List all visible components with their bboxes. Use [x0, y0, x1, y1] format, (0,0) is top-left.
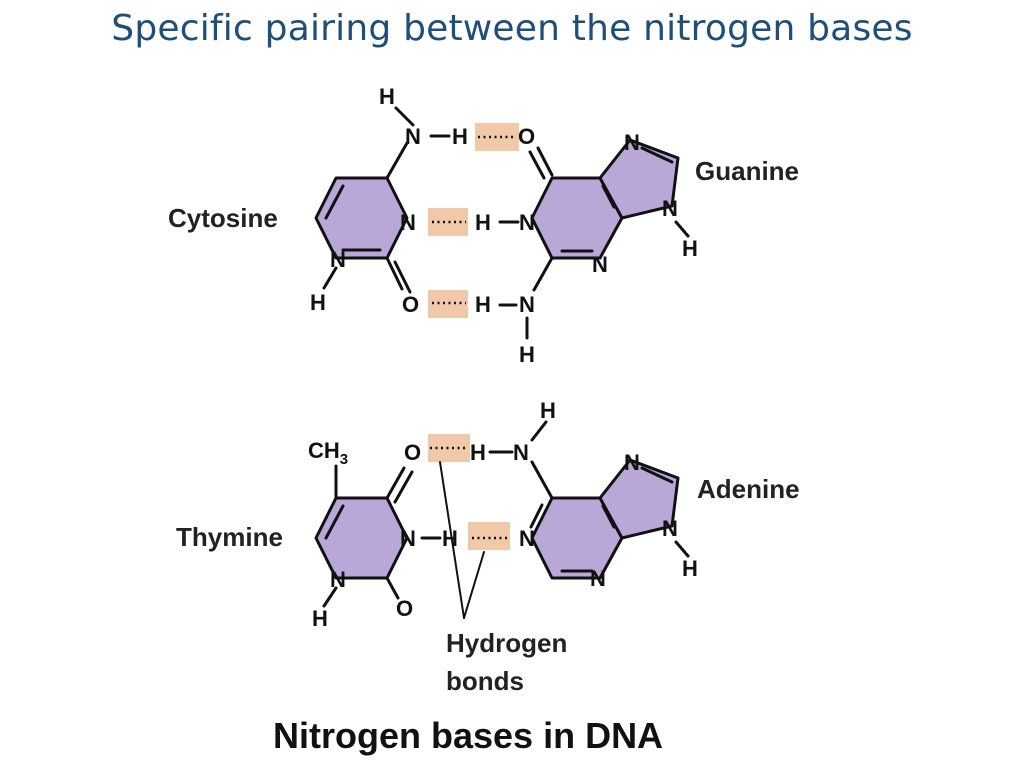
atom-label: H	[452, 124, 468, 149]
adenine-nh-bond	[530, 420, 548, 442]
atom-label: O	[404, 440, 421, 465]
atom-label: O	[396, 596, 413, 621]
thymine-nh-bond	[322, 586, 338, 608]
thymine-ring	[314, 496, 409, 580]
atom-label: N	[624, 450, 640, 475]
thymine-adenine-pair: CH3 O H N H N H N N H O N N N H Thymine …	[176, 398, 800, 631]
cytosine-amino-bond	[385, 141, 409, 180]
atom-label: CH3	[308, 438, 348, 468]
slide-title: Specific pairing between the nitrogen ba…	[111, 8, 913, 49]
guanine-double-bond	[601, 184, 616, 209]
atom-label: H	[682, 236, 698, 261]
atom-label: H	[475, 292, 491, 317]
atom-label: N	[330, 247, 346, 272]
atom-label: N	[590, 566, 606, 591]
guanine-double-bond	[640, 146, 674, 164]
guanine-amino-bond	[532, 256, 554, 292]
atom-label: H	[475, 210, 491, 235]
atom-label: N	[513, 440, 529, 465]
adenine-double-bond	[640, 466, 674, 484]
adenine-five-ring	[598, 458, 680, 540]
hydrogen-bonds-label-line2: bonds	[446, 666, 524, 696]
cytosine-guanine-pair: H N H O N H N N H O H N H N N N H Cytosi…	[168, 84, 799, 367]
atom-label: N	[405, 124, 421, 149]
cytosine-nh-bond	[394, 106, 415, 127]
atom-label: H	[310, 290, 326, 315]
atom-label: N	[519, 210, 535, 235]
guanine-five-ring	[598, 138, 680, 220]
atom-label: H	[442, 526, 458, 551]
guanine-carbonyl-bond	[528, 150, 546, 180]
atom-label: H	[519, 342, 535, 367]
atom-label: N	[624, 130, 640, 155]
atom-label: N	[662, 196, 678, 221]
atom-label: N	[519, 292, 535, 317]
atom-label: N	[592, 252, 608, 277]
thymine-double-bond	[324, 504, 345, 540]
cytosine-nh-bond	[322, 266, 338, 290]
cytosine-carbonyl-bond	[385, 256, 404, 291]
adenine-label: Adenine	[697, 474, 800, 504]
atom-label: N	[400, 526, 416, 551]
cytosine-label: Cytosine	[168, 203, 278, 233]
atom-label: N	[519, 526, 535, 551]
cytosine-carbonyl-bond	[393, 260, 412, 294]
thymine-carbonyl-bond	[393, 470, 414, 504]
atom-label: H	[682, 556, 698, 581]
figure-caption: Nitrogen bases in DNA	[273, 715, 663, 756]
thymine-carbonyl-bond	[385, 576, 400, 600]
hydrogen-bond-pointer	[439, 461, 465, 619]
thymine-carbonyl-bond	[385, 466, 406, 500]
atom-label: O	[402, 292, 419, 317]
guanine-nh-bond	[674, 220, 690, 238]
cytosine-double-bond	[324, 184, 345, 220]
atom-label: N	[662, 516, 678, 541]
adenine-nh-bond	[674, 540, 690, 558]
adenine-double-bond	[601, 504, 616, 529]
adenine-double-bond	[529, 503, 544, 529]
atom-label: N	[330, 567, 346, 592]
guanine-carbonyl-bond	[536, 146, 554, 177]
thymine-label: Thymine	[176, 522, 283, 552]
atom-label: H	[379, 84, 395, 109]
cytosine-ring	[314, 176, 409, 260]
atom-label: H	[540, 398, 556, 423]
atom-label: H	[470, 440, 486, 465]
hydrogen-bond-highlight	[468, 522, 510, 550]
adenine-amino-bond	[530, 460, 554, 500]
atom-label: O	[518, 124, 535, 149]
hydrogen-bond-pointer	[463, 551, 485, 619]
guanine-label: Guanine	[695, 156, 799, 186]
atom-label: H	[312, 606, 328, 631]
hydrogen-bonds-label-line1: Hydrogen	[446, 628, 567, 658]
atom-label: N	[400, 210, 416, 235]
